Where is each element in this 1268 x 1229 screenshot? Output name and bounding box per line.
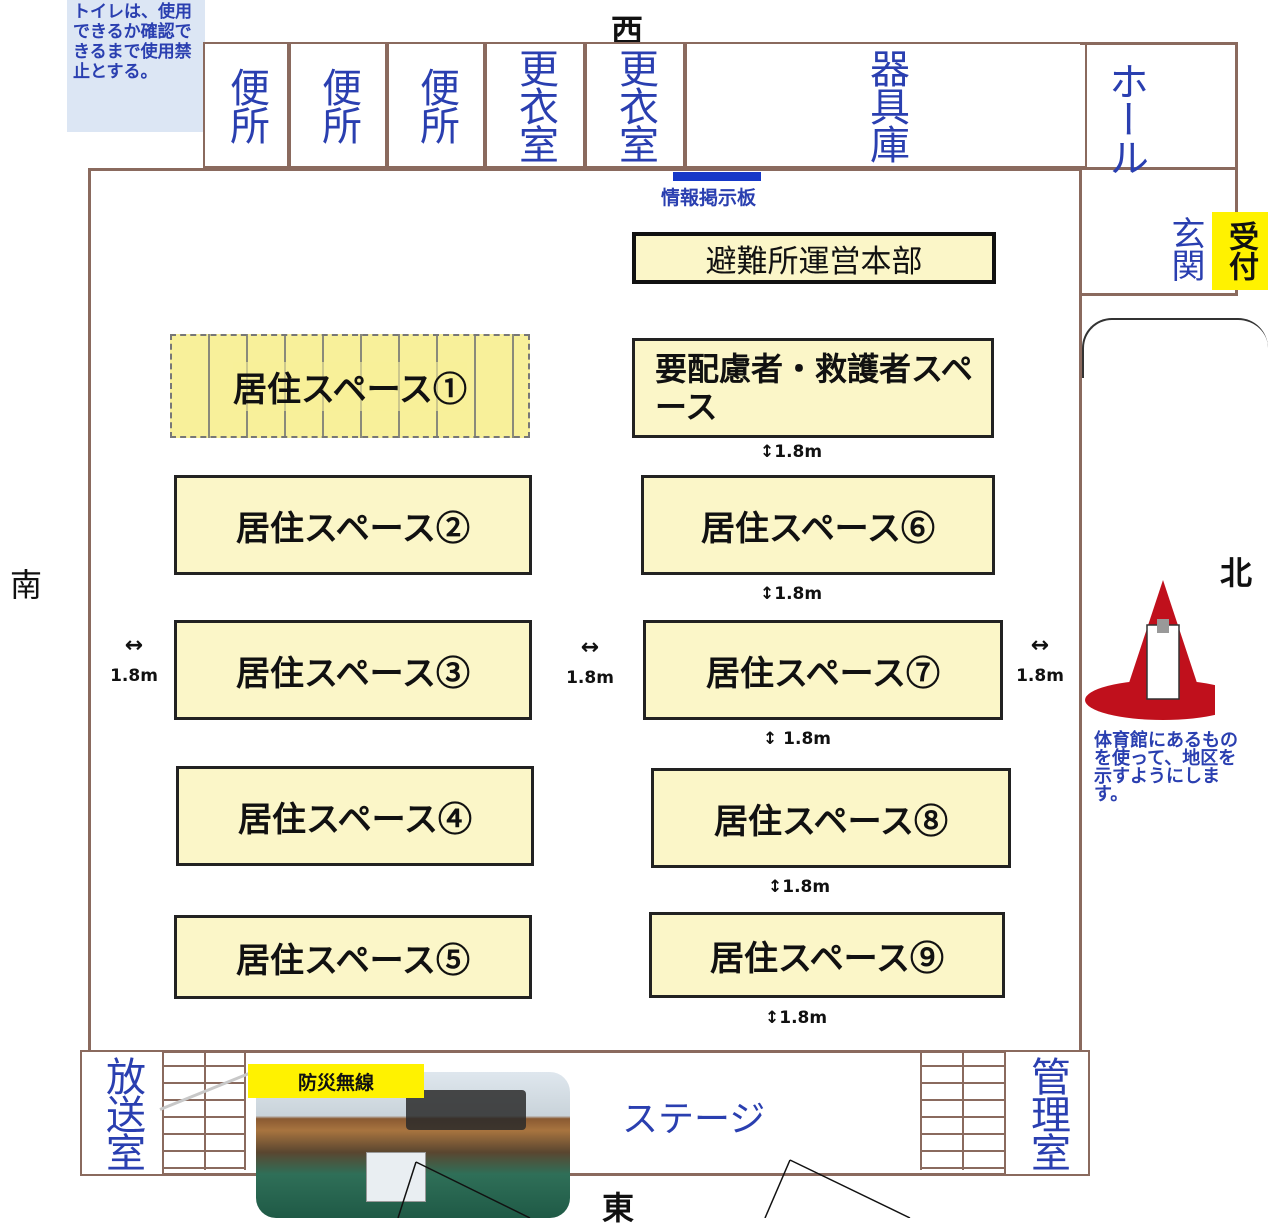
room-changing-2: 更衣室	[585, 42, 685, 168]
gap-marker-3: ↕ 1.8m	[763, 729, 831, 749]
updown-arrow-icon: ↕	[765, 1008, 780, 1028]
gap-marker-left: ↔ 1.8m	[104, 633, 164, 687]
shelter-hq: 避難所運営本部	[632, 232, 996, 284]
gap-marker-right: ↔ 1.8m	[1008, 633, 1072, 687]
updown-arrow-icon: ↕	[760, 442, 775, 462]
living-space-1: 居住スペース①	[170, 334, 530, 438]
radio-label-text: 防災無線	[297, 1071, 374, 1094]
north-doorway	[1082, 318, 1268, 378]
gap-marker-middle: ↔ 1.8m	[560, 635, 620, 689]
gap-label: 1.8m	[782, 877, 831, 897]
gap-label: 1.8m	[566, 668, 614, 688]
room-toilet-1: 便所	[203, 42, 289, 168]
leftright-arrow-icon: ↔	[1030, 633, 1050, 658]
living-space-8-label: 居住スペース⑧	[714, 801, 948, 842]
living-space-8: 居住スペース⑧	[651, 768, 1011, 868]
direction-south: 南	[10, 566, 43, 604]
living-space-2: 居住スペース②	[174, 475, 532, 575]
living-space-9-label: 居住スペース⑨	[710, 938, 944, 979]
reception-text: 受付	[1223, 221, 1258, 281]
living-space-6-label: 居住スペース⑥	[701, 508, 935, 549]
leftright-arrow-icon: ↔	[580, 635, 600, 660]
broadcast-room: 放送室	[80, 1050, 164, 1176]
stairs-right	[920, 1050, 1004, 1170]
hall-label: ホール	[1102, 61, 1148, 175]
living-space-5-label: 居住スペース⑤	[236, 940, 470, 981]
shelter-hq-label: 避難所運営本部	[705, 243, 923, 280]
district-note: 体育館にあるものを使って、地区を示すようにします。	[1094, 730, 1238, 805]
radio-label: 防災無線	[248, 1064, 424, 1098]
care-space: 要配慮者・救護者スペース	[632, 338, 994, 438]
gap-label: 1.8m	[774, 584, 823, 604]
radio-equipment	[406, 1090, 526, 1130]
living-space-4-label: 居住スペース④	[238, 799, 472, 840]
perspective-lines	[397, 1159, 911, 1218]
gap-marker-2: ↕1.8m	[760, 584, 822, 604]
leftright-arrow-icon: ↔	[124, 633, 144, 658]
care-space-label: 要配慮者・救護者スペース	[655, 350, 973, 426]
info-board-label: 情報掲示板	[661, 187, 757, 209]
management-room: 管理室	[1004, 1050, 1090, 1176]
gap-label: 1.8m	[779, 1008, 828, 1028]
direction-north: 北	[1220, 554, 1253, 592]
info-board-bar	[673, 172, 761, 181]
living-space-9: 居住スペース⑨	[649, 912, 1005, 998]
living-space-4: 居住スペース④	[176, 766, 534, 866]
living-space-1-label: 居住スペース①	[233, 361, 467, 411]
gap-marker-5: ↕1.8m	[765, 1008, 827, 1028]
toilet-notice: トイレは、使用できるか確認できるまで使用禁止とする。	[67, 0, 205, 132]
toilet-notice-text: トイレは、使用できるか確認できるまで使用禁止とする。	[73, 2, 192, 82]
entrance-label: 玄関	[1165, 216, 1205, 280]
district-cone-icon	[1085, 580, 1215, 720]
storage-box	[366, 1152, 426, 1202]
updown-arrow-icon: ↕	[768, 877, 783, 897]
living-space-3: 居住スペース③	[174, 620, 532, 720]
reception-label: 受付	[1212, 212, 1268, 290]
room-toilet-2: 便所	[289, 42, 387, 168]
living-space-7: 居住スペース⑦	[643, 620, 1003, 720]
stage-label: ステージ	[622, 1099, 766, 1140]
room-changing-1: 更衣室	[485, 42, 585, 168]
gap-label: 1.8m	[1016, 666, 1064, 686]
updown-arrow-icon: ↕	[763, 729, 784, 749]
gap-marker-1: ↕1.8m	[760, 442, 822, 462]
gap-label: 1.8m	[774, 442, 823, 462]
stairs-left	[164, 1050, 246, 1170]
hall-area	[1080, 42, 1238, 296]
room-toilet-3: 便所	[387, 42, 485, 168]
living-space-3-label: 居住スペース③	[236, 653, 470, 694]
radio-photo	[256, 1072, 570, 1218]
gap-label: 1.8m	[110, 666, 158, 686]
living-space-7-label: 居住スペース⑦	[706, 653, 940, 694]
living-space-6: 居住スペース⑥	[641, 475, 995, 575]
gap-marker-4: ↕1.8m	[768, 877, 830, 897]
living-space-2-label: 居住スペース②	[236, 508, 470, 549]
room-equipment-storage: 器具庫	[685, 42, 1087, 168]
living-space-5: 居住スペース⑤	[174, 915, 532, 999]
gap-label: 1.8m	[783, 729, 832, 749]
updown-arrow-icon: ↕	[760, 584, 775, 604]
